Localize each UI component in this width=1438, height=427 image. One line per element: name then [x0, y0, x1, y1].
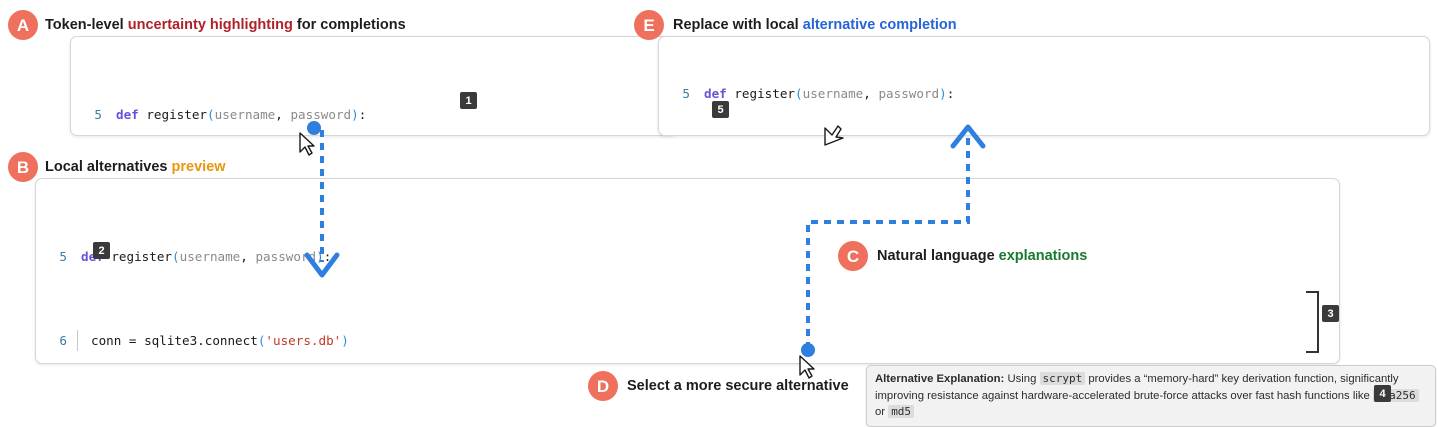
code-line-text: def register(username, password): [81, 249, 332, 264]
badge-c-label: C [838, 241, 868, 271]
code-line[interactable]: 5 def register(username, password): [71, 104, 675, 125]
panel-c-badge: C [838, 241, 868, 271]
line-number: 6 [59, 333, 67, 348]
tooltip-chip-md5: md5 [888, 405, 915, 418]
marker-2: 2 [93, 242, 110, 259]
panel-a-editor[interactable]: 5 def register(username, password): 6 co… [70, 36, 676, 136]
panel-a-caption-emphasis: uncertainty highlighting [127, 17, 293, 33]
line-number: 5 [682, 86, 690, 101]
panel-c-caption-emphasis: explanations [998, 248, 1088, 264]
panel-a-caption-post: for completions [292, 17, 406, 33]
panel-e-editor[interactable]: 5 def register(username, password): 6 co… [658, 36, 1430, 136]
panel-d-badge: D [588, 371, 618, 401]
panel-e-caption-emphasis: alternative completion [802, 17, 957, 33]
code-line[interactable]: 5 def register(username, password): [36, 246, 1339, 267]
marker-1: 1 [460, 92, 477, 109]
code-line-text: def register(username, password): [116, 107, 367, 122]
panel-a-caption-pre: Token-level [45, 17, 128, 33]
panel-c-caption: Natural language explanations [877, 241, 1087, 271]
badge-b-label: B [8, 152, 38, 182]
marker-5: 5 [712, 101, 729, 118]
panel-b-caption-emphasis: preview [171, 159, 226, 175]
panel-a-caption: Token-level uncertainty highlighting for… [45, 10, 406, 40]
tooltip-text-2: provides a “memory-hard” key derivation … [875, 373, 1399, 402]
badge-a-label: A [8, 10, 38, 40]
line-number: 5 [94, 107, 102, 122]
indent-guide [77, 330, 78, 351]
alternative-explanation-tooltip: Alternative Explanation: Using scrypt pr… [866, 365, 1436, 427]
tooltip-text-1: Using [1004, 373, 1040, 385]
line-number: 5 [59, 249, 67, 264]
panel-e-caption: Replace with local alternative completio… [673, 10, 957, 40]
marker-4: 4 [1374, 385, 1391, 402]
tooltip-text-3: or [875, 406, 889, 418]
code-line[interactable]: 5 def register(username, password): [659, 83, 1429, 104]
marker-3: 3 [1322, 305, 1339, 322]
tooltip-chip-scrypt: scrypt [1039, 372, 1086, 385]
badge-e-label: E [634, 10, 664, 40]
code-line-text: def register(username, password): [704, 86, 955, 101]
panel-e-caption-pre: Replace with local [673, 17, 803, 33]
panel-e-badge: E [634, 10, 664, 40]
panel-b-badge: B [8, 152, 38, 182]
panel-c-caption-pre: Natural language [877, 248, 999, 264]
panel-a-badge: A [8, 10, 38, 40]
tooltip-label: Alternative Explanation: [875, 373, 1005, 385]
code-line[interactable]: 6 conn = sqlite3.connect('users.db') [36, 330, 1339, 351]
panel-b-caption-pre: Local alternatives [45, 159, 172, 175]
panel-b-caption: Local alternatives preview [45, 152, 226, 182]
badge-d-label: D [588, 371, 618, 401]
code-line-text: conn = sqlite3.connect('users.db') [91, 333, 349, 348]
panel-b-editor[interactable]: 5 def register(username, password): 6 co… [35, 178, 1340, 364]
panel-d-caption: Select a more secure alternative [627, 378, 849, 394]
